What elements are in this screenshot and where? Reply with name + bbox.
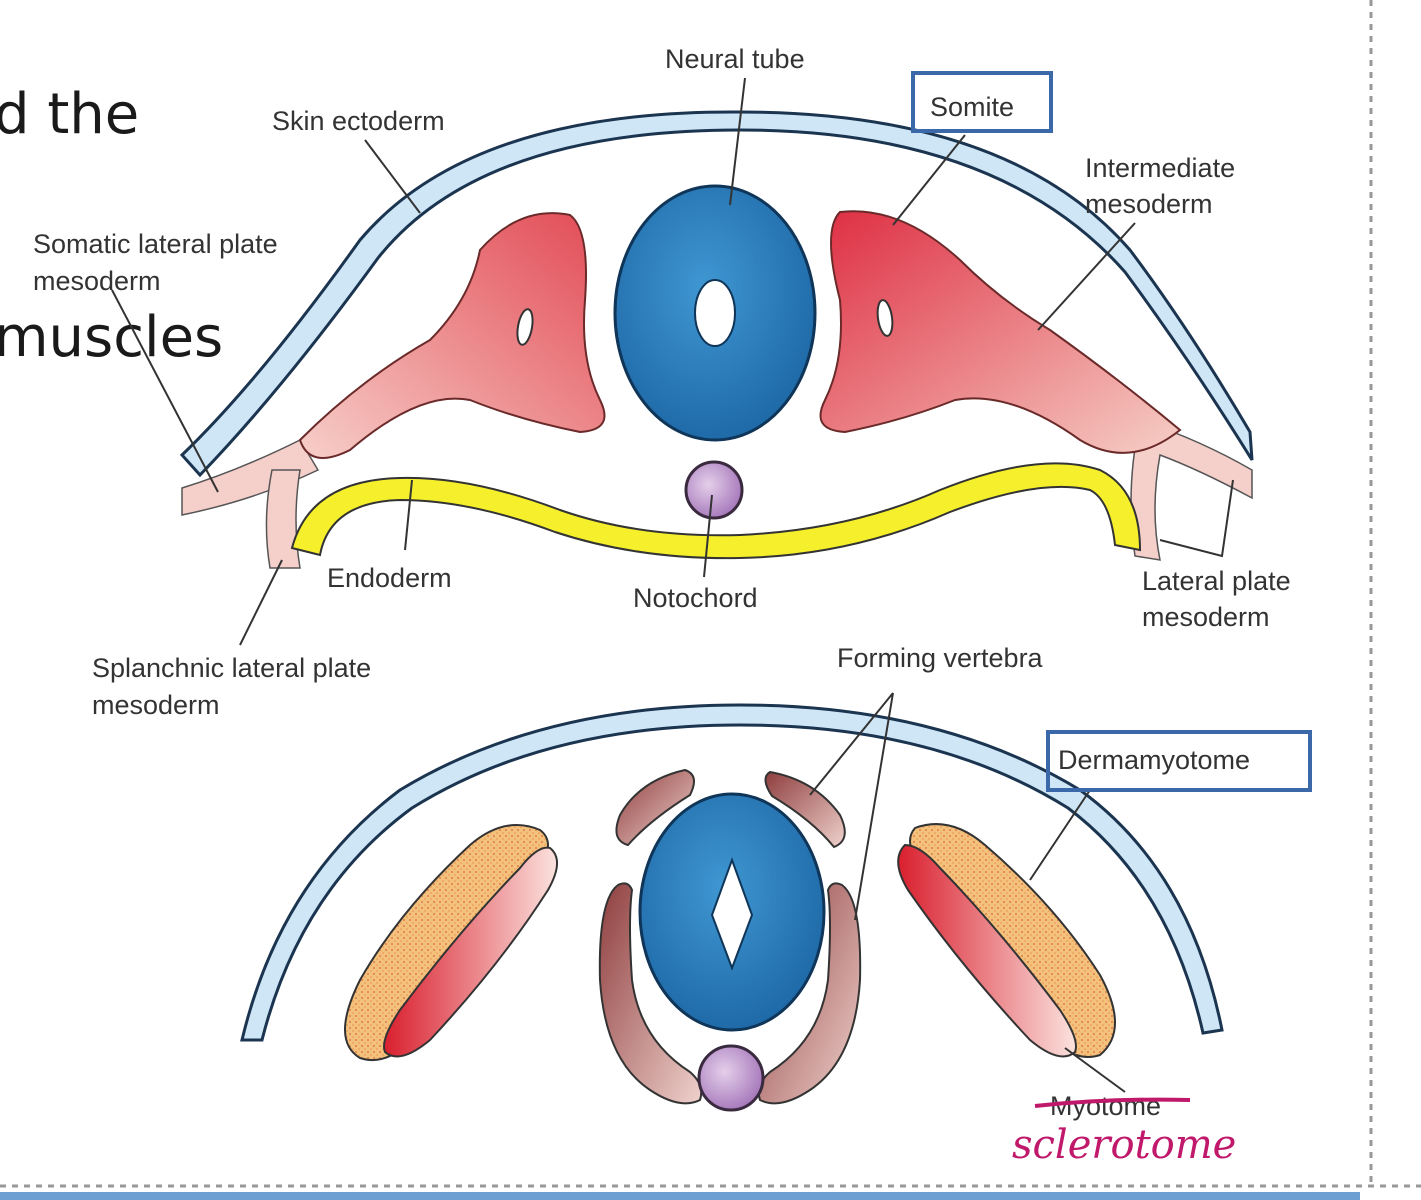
label-dermamyotome: Dermamyotome	[1058, 745, 1250, 775]
forming-vertebra	[598, 768, 862, 1105]
slide-text-line-2: muscles	[0, 305, 224, 370]
label-somatic-lpm-line1: Somatic lateral plate	[33, 229, 278, 259]
dermamyotome-left	[344, 824, 558, 1062]
label-intermediate-mesoderm-line1: Intermediate	[1085, 153, 1235, 183]
endoderm	[290, 462, 1142, 560]
bottom-blue-bar	[0, 1192, 1360, 1200]
dermamyotome-right	[897, 823, 1116, 1058]
label-somite: Somite	[930, 92, 1014, 122]
label-notochord: Notochord	[633, 583, 758, 613]
label-splanchnic-lpm-line2: mesoderm	[92, 690, 220, 720]
label-forming-vertebra: Forming vertebra	[837, 643, 1044, 673]
label-myotome-struck: Myotome	[1050, 1091, 1161, 1121]
label-lateral-plate-line1: Lateral plate	[1142, 566, 1291, 596]
label-lateral-plate-line2: mesoderm	[1142, 602, 1270, 632]
splanchnic-lateral-plate-left	[265, 469, 301, 569]
strike-through-mark	[1034, 1097, 1191, 1108]
handwritten-annotation-sclerotome: sclerotome	[1012, 1122, 1236, 1168]
slide-text-line-1: d the	[0, 82, 140, 147]
label-somatic-lpm-line2: mesoderm	[33, 266, 161, 296]
label-endoderm: Endoderm	[327, 563, 452, 593]
notochord-top	[684, 460, 744, 520]
skin-ectoderm-bottom	[240, 703, 1224, 1042]
somatic-lateral-plate-left	[181, 439, 320, 516]
label-neural-tube: Neural tube	[665, 44, 805, 74]
somite-highlight-box	[911, 71, 1053, 133]
somite-right	[819, 210, 1182, 454]
label-intermediate-mesoderm-line2: mesoderm	[1085, 189, 1213, 219]
notochord-bottom	[697, 1044, 765, 1112]
label-splanchnic-lpm-line1: Splanchnic lateral plate	[92, 653, 371, 683]
label-skin-ectoderm: Skin ectoderm	[272, 106, 445, 136]
skin-ectoderm-top	[179, 110, 1254, 478]
dermamyotome-highlight-box	[1046, 730, 1312, 792]
somite-left	[298, 212, 606, 459]
